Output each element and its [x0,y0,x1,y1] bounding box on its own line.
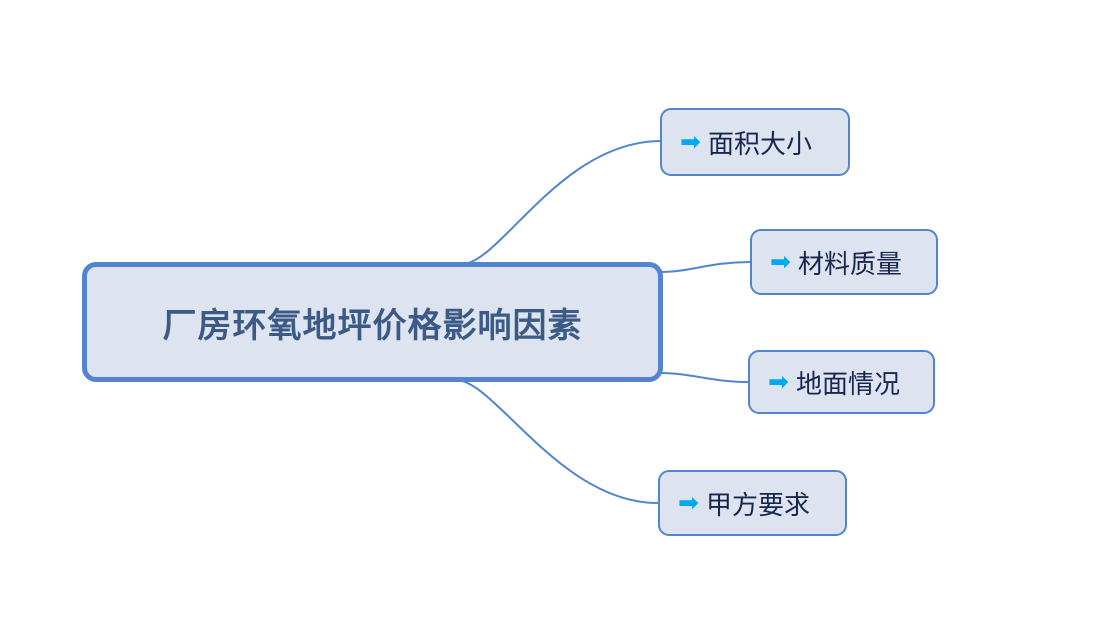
child-node-3-label: 地面情况 [795,368,900,399]
root-node[interactable]: 厂房环氧地坪价格影响因素 [82,262,663,382]
arrow-right-icon: ➡ [768,367,789,396]
child-node-1-label: 面积大小 [707,128,812,159]
branch-line-2 [660,261,751,273]
branch-line-1 [461,140,661,265]
arrow-right-icon: ➡ [680,127,701,156]
arrow-right-icon: ➡ [678,488,699,517]
child-node-4-label: 甲方要求 [705,489,810,520]
child-node-4[interactable]: ➡ 甲方要求 [658,470,847,536]
branch-line-4 [455,379,659,504]
root-node-label: 厂房环氧地坪价格影响因素 [162,306,583,345]
child-node-1[interactable]: ➡ 面积大小 [660,108,850,176]
branch-line-3 [660,372,749,383]
child-node-2-label: 材料质量 [797,248,902,279]
child-node-3[interactable]: ➡ 地面情况 [748,350,935,414]
child-node-2[interactable]: ➡ 材料质量 [750,229,938,295]
arrow-right-icon: ➡ [770,247,791,276]
